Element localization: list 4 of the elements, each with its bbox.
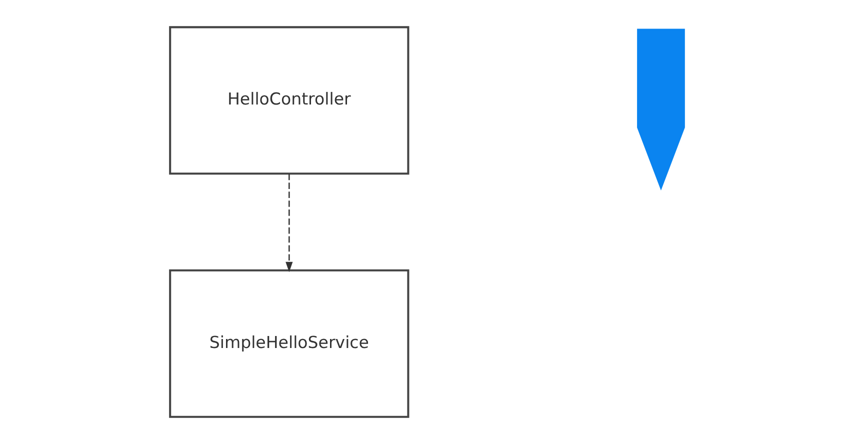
- arrow: [285, 174, 292, 272]
- node-arrow: [636, 28, 684, 190]
- node-box: SimpleHelloService: [168, 269, 409, 418]
- node-box: HelloController: [168, 26, 409, 175]
